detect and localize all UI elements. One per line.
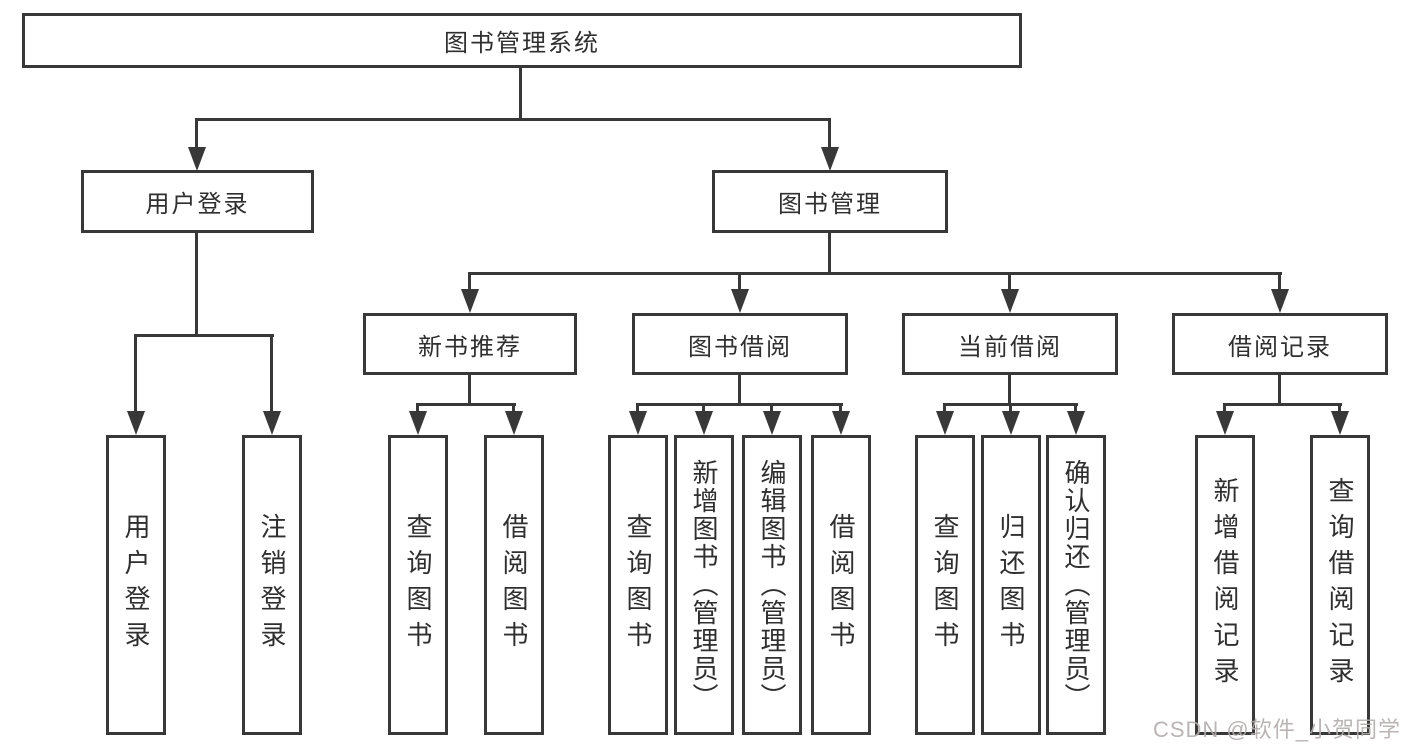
- connector-line: [636, 403, 639, 415]
- leaf-query-books-2: 查询图书: [608, 435, 668, 735]
- connector-line: [1278, 272, 1281, 292]
- arrowhead-down-icon: [1331, 411, 1349, 435]
- arrowhead-down-icon: [821, 147, 839, 171]
- leaf-borrow-books-2-label: 借阅图书: [826, 513, 856, 657]
- node-user-login: 用户登录: [81, 170, 314, 233]
- connector-line: [519, 66, 522, 120]
- arrowhead-down-icon: [461, 289, 479, 313]
- leaf-query-books-2-label: 查询图书: [623, 513, 653, 657]
- arrowhead-down-icon: [505, 411, 523, 435]
- leaf-query-borrow-record: 查询借阅记录: [1310, 435, 1370, 735]
- arrowhead-down-icon: [127, 411, 145, 435]
- node-current-borrow: 当前借阅: [902, 313, 1118, 375]
- node-book-borrow: 图书借阅: [632, 313, 848, 375]
- connector-line: [512, 403, 515, 415]
- connector-line: [1008, 272, 1011, 292]
- connector-line: [196, 118, 831, 121]
- node-new-book-recommend: 新书推荐: [363, 313, 577, 375]
- connector-line: [943, 403, 946, 415]
- arrowhead-down-icon: [832, 411, 850, 435]
- node-current-borrow-label: 当前借阅: [958, 333, 1062, 361]
- arrowhead-down-icon: [1271, 289, 1289, 313]
- arrowhead-down-icon: [629, 411, 647, 435]
- leaf-add-books-admin-label: 新增图书（管理员）: [689, 459, 719, 711]
- connector-line: [1224, 403, 1342, 406]
- arrowhead-down-icon: [695, 411, 713, 435]
- leaf-add-borrow-record-label: 新增借阅记录: [1210, 477, 1240, 693]
- connector-line: [195, 233, 198, 336]
- leaf-edit-books-admin-label: 编辑图书（管理员）: [757, 459, 787, 711]
- connector-line: [839, 403, 842, 415]
- arrowhead-down-icon: [188, 147, 206, 171]
- arrowhead-down-icon: [731, 289, 749, 313]
- connector-line: [637, 403, 843, 406]
- connector-line: [469, 272, 1282, 275]
- node-book-management-label: 图书管理: [778, 191, 882, 218]
- leaf-query-borrow-record-label: 查询借阅记录: [1325, 477, 1355, 693]
- leaf-logout: 注销登录: [242, 435, 302, 735]
- connector-line: [1074, 403, 1077, 415]
- node-root-label: 图书管理系统: [444, 30, 600, 57]
- connector-line: [195, 118, 198, 150]
- connector-line: [1278, 375, 1281, 405]
- leaf-confirm-return-admin: 确认归还（管理员）: [1046, 435, 1106, 735]
- connector-line: [828, 233, 831, 274]
- leaf-query-books-3: 查询图书: [915, 435, 975, 735]
- leaf-return-books: 归还图书: [981, 435, 1041, 735]
- connector-line: [1223, 403, 1226, 415]
- connector-line: [738, 375, 741, 405]
- node-borrow-records-label: 借阅记录: [1228, 333, 1332, 361]
- node-book-management: 图书管理: [712, 170, 948, 233]
- arrowhead-down-icon: [763, 411, 781, 435]
- connector-line: [702, 403, 705, 415]
- csdn-watermark: CSDN @软件_小贺同学: [1152, 717, 1401, 742]
- node-borrow-records: 借阅记录: [1172, 313, 1388, 375]
- leaf-return-books-label: 归还图书: [996, 513, 1026, 657]
- node-book-borrow-label: 图书借阅: [688, 333, 792, 361]
- leaf-user-login-label: 用户登录: [121, 513, 151, 657]
- arrowhead-down-icon: [936, 411, 954, 435]
- connector-line: [1008, 375, 1011, 405]
- connector-line: [270, 334, 273, 412]
- connector-line: [738, 272, 741, 292]
- arrowhead-down-icon: [409, 411, 427, 435]
- leaf-confirm-return-admin-label: 确认归还（管理员）: [1061, 459, 1091, 711]
- node-new-book-recommend-label: 新书推荐: [418, 333, 522, 361]
- arrowhead-down-icon: [263, 411, 281, 435]
- node-user-login-label: 用户登录: [145, 191, 250, 218]
- leaf-borrow-books-1-label: 借阅图书: [499, 513, 529, 657]
- leaf-borrow-books-1: 借阅图书: [484, 435, 544, 735]
- connector-line: [828, 118, 831, 150]
- connector-line: [468, 375, 471, 405]
- leaf-user-login: 用户登录: [106, 435, 166, 735]
- connector-line: [134, 334, 137, 412]
- arrowhead-down-icon: [1216, 411, 1234, 435]
- connector-line: [1009, 403, 1012, 415]
- connector-line: [770, 403, 773, 415]
- leaf-query-books-3-label: 查询图书: [930, 513, 960, 657]
- leaf-query-books-1: 查询图书: [388, 435, 448, 735]
- connector-line: [416, 403, 419, 415]
- arrowhead-down-icon: [1001, 289, 1019, 313]
- connector-line: [468, 272, 471, 292]
- leaf-logout-label: 注销登录: [257, 513, 287, 657]
- arrowhead-down-icon: [1067, 411, 1085, 435]
- leaf-borrow-books-2: 借阅图书: [811, 435, 871, 735]
- connector-line: [417, 403, 516, 406]
- leaf-add-borrow-record: 新增借阅记录: [1195, 435, 1255, 735]
- connector-line: [1338, 403, 1341, 415]
- leaf-query-books-1-label: 查询图书: [403, 513, 433, 657]
- leaf-edit-books-admin: 编辑图书（管理员）: [742, 435, 802, 735]
- node-root: 图书管理系统: [22, 13, 1022, 68]
- arrowhead-down-icon: [1002, 411, 1020, 435]
- connector-line: [135, 334, 274, 337]
- leaf-add-books-admin: 新增图书（管理员）: [674, 435, 734, 735]
